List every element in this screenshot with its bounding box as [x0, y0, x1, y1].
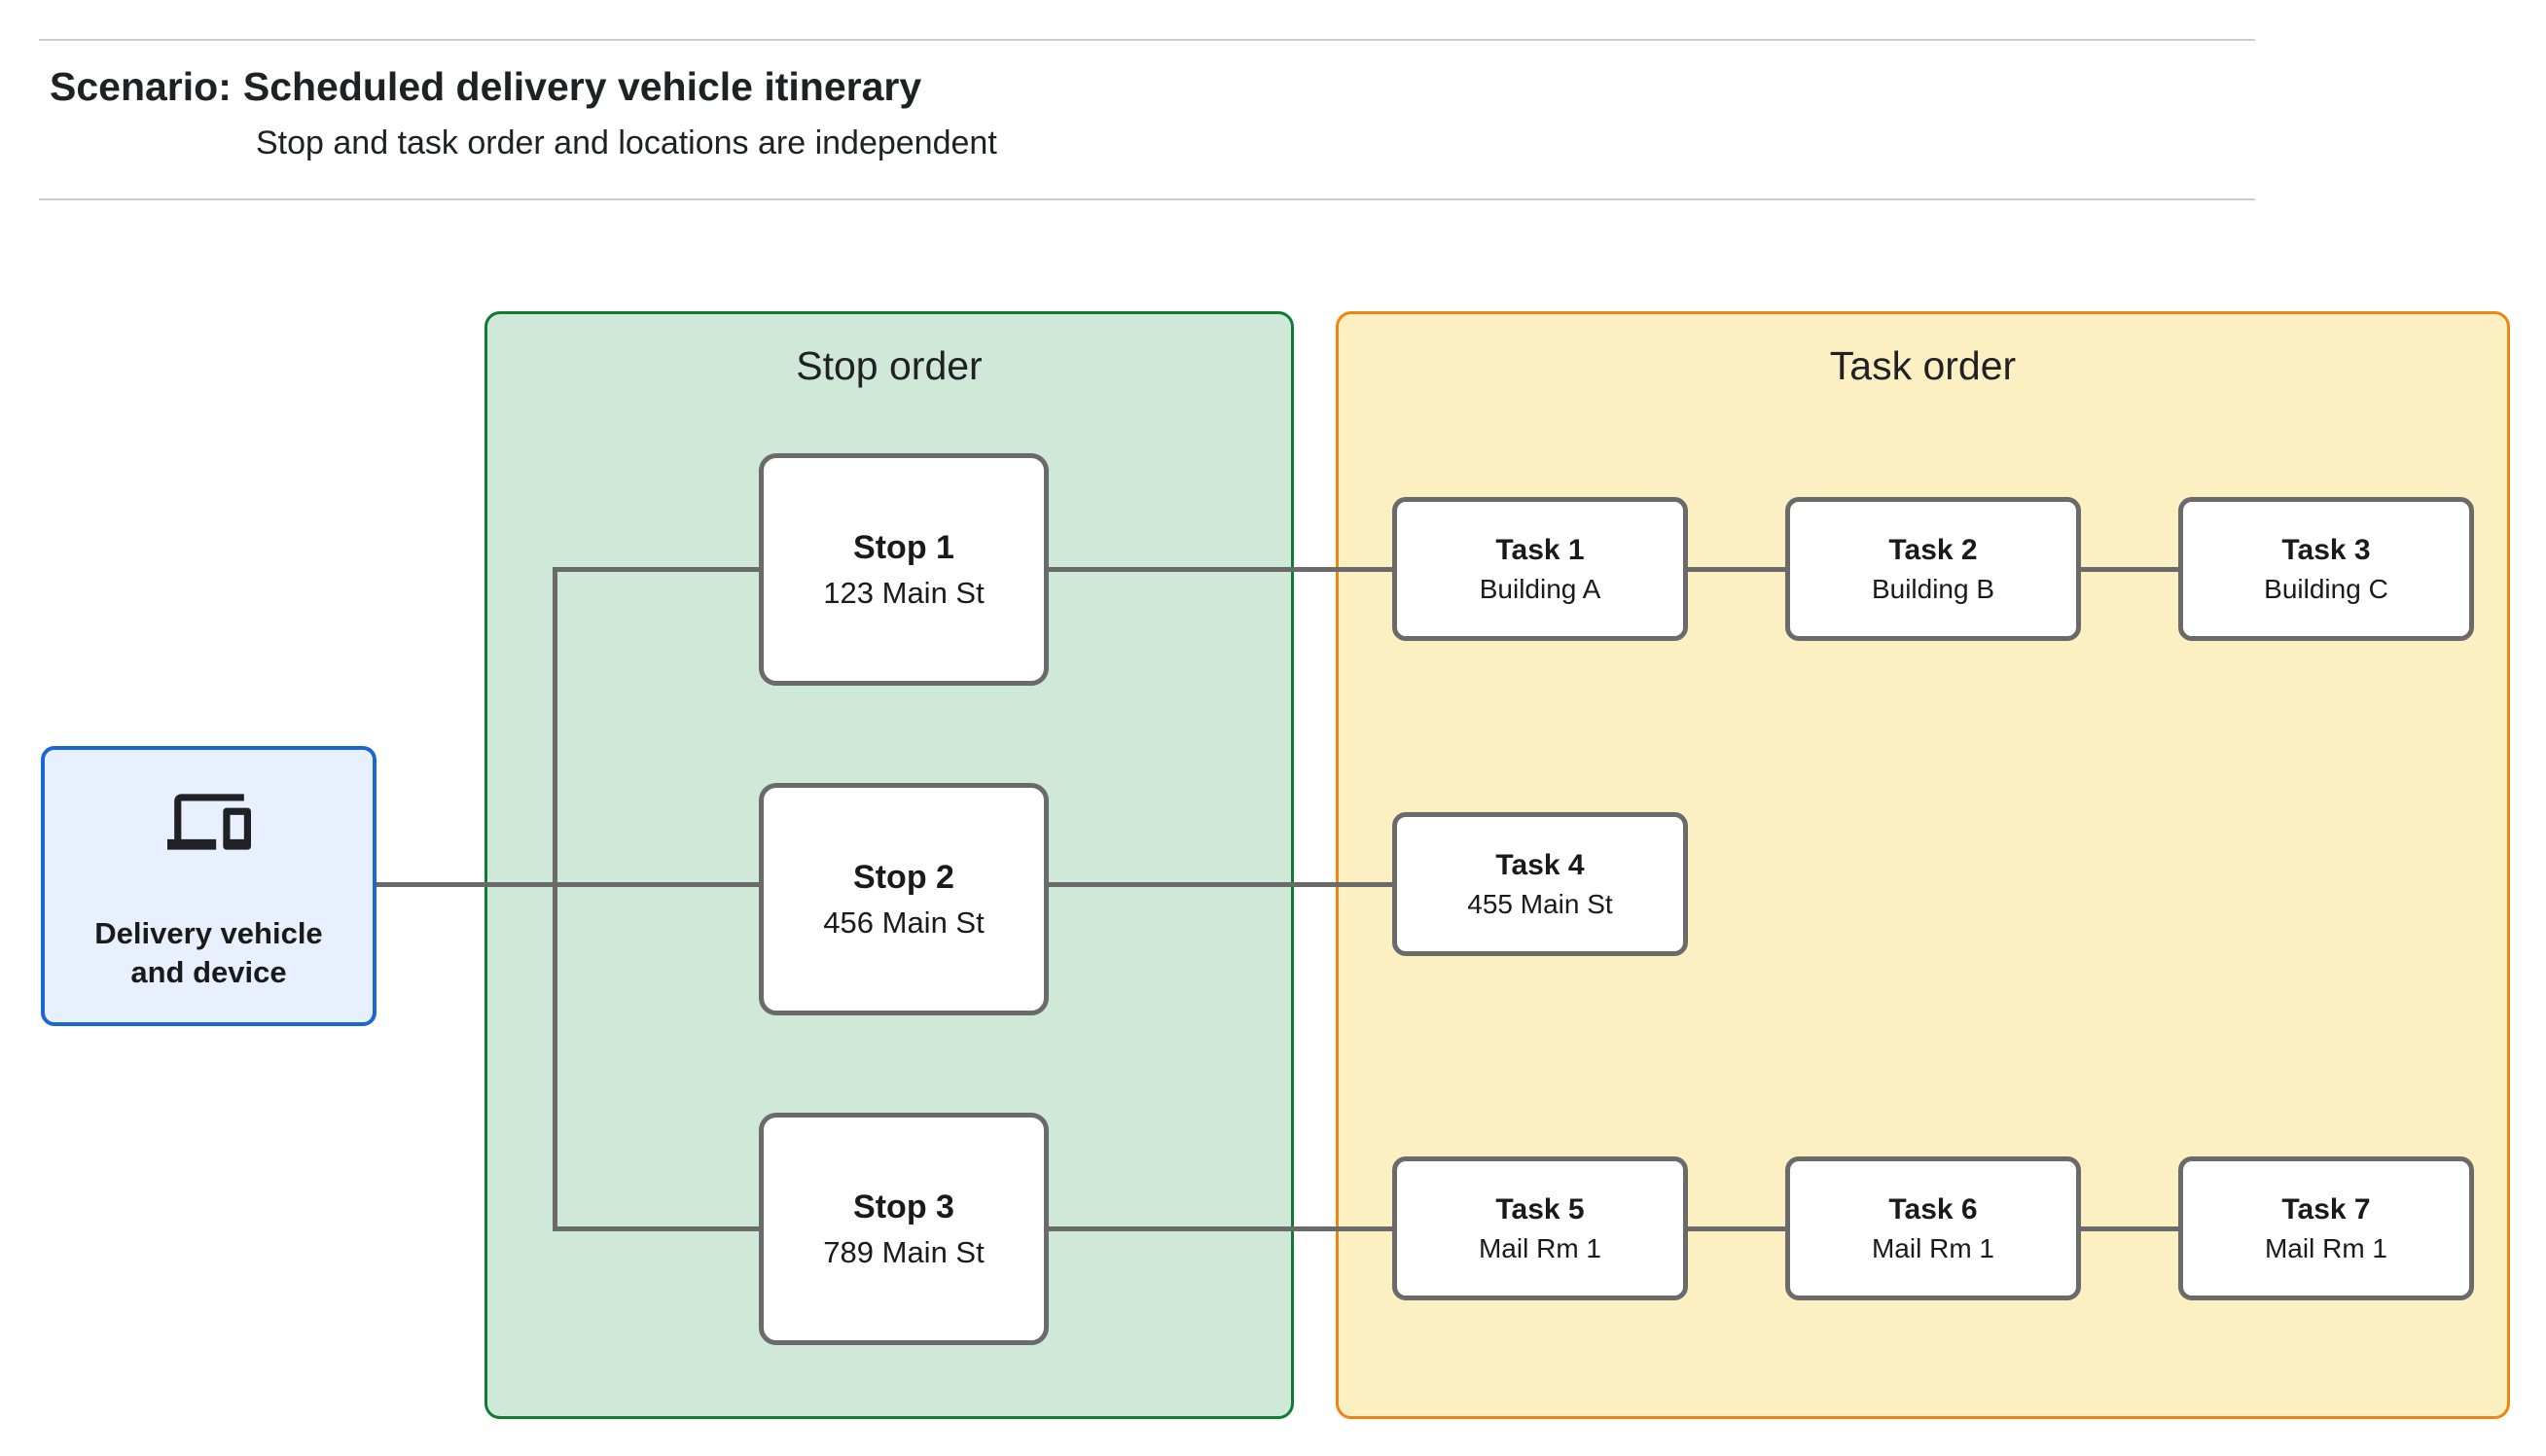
task3-node: Task 3 Building C — [2178, 497, 2474, 641]
task2-location: Building B — [1871, 573, 1995, 604]
stop2-title: Stop 2 — [853, 858, 954, 896]
connector-trunk-to-stop3 — [555, 1226, 759, 1231]
task3-title: Task 3 — [2281, 533, 2371, 566]
task7-title: Task 7 — [2281, 1192, 2371, 1225]
connector-task6-to-task7 — [2081, 1226, 2178, 1231]
stop-order-group-title: Stop order — [796, 343, 983, 388]
connector-vehicle-to-stop2 — [377, 882, 759, 887]
task4-location: 455 Main St — [1467, 888, 1613, 919]
connector-stop2-to-task4 — [1049, 882, 1392, 887]
connector-stop3-to-task5 — [1049, 1226, 1392, 1231]
stop3-title: Stop 3 — [853, 1188, 954, 1225]
task1-location: Building A — [1479, 573, 1601, 604]
stop3-address: 789 Main St — [823, 1234, 985, 1269]
connector-trunk-to-stop1 — [555, 567, 759, 572]
task2-node: Task 2 Building B — [1785, 497, 2081, 641]
stop2-node: Stop 2 456 Main St — [759, 783, 1049, 1015]
scenario-title-text: Scheduled delivery vehicle itinerary — [242, 64, 922, 109]
vehicle-label-line1: Delivery vehicle — [94, 915, 323, 950]
stop1-node: Stop 1 123 Main St — [759, 453, 1049, 686]
task6-title: Task 6 — [1888, 1192, 1978, 1225]
task1-title: Task 1 — [1495, 533, 1585, 566]
task1-node: Task 1 Building A — [1392, 497, 1688, 641]
task3-location: Building C — [2264, 573, 2388, 604]
connector-task1-to-task2 — [1688, 567, 1785, 572]
delivery-vehicle-node: Delivery vehicle and device — [41, 746, 377, 1026]
page-title: Scenario:Scheduled delivery vehicle itin… — [50, 64, 921, 110]
task4-node: Task 4 455 Main St — [1392, 812, 1688, 956]
stop3-node: Stop 3 789 Main St — [759, 1113, 1049, 1345]
task6-location: Mail Rm 1 — [1871, 1232, 1994, 1263]
task2-title: Task 2 — [1888, 533, 1978, 566]
connector-task5-to-task6 — [1688, 1226, 1785, 1231]
task7-node: Task 7 Mail Rm 1 — [2178, 1156, 2474, 1300]
stop1-address: 123 Main St — [823, 575, 985, 610]
header-divider — [39, 198, 2255, 200]
task6-node: Task 6 Mail Rm 1 — [1785, 1156, 2081, 1300]
devices-icon — [166, 780, 251, 864]
task5-node: Task 5 Mail Rm 1 — [1392, 1156, 1688, 1300]
top-divider — [39, 39, 2255, 41]
connector-trunk-vertical — [553, 567, 557, 1231]
task5-location: Mail Rm 1 — [1478, 1232, 1601, 1263]
vehicle-label-line2: and device — [130, 955, 287, 989]
stop1-title: Stop 1 — [853, 528, 954, 566]
connector-task2-to-task3 — [2081, 567, 2178, 572]
task5-title: Task 5 — [1495, 1192, 1585, 1225]
connector-stop1-to-task1 — [1049, 567, 1392, 572]
task4-title: Task 4 — [1495, 848, 1585, 881]
task-order-group-title: Task order — [1829, 343, 2017, 388]
task7-location: Mail Rm 1 — [2264, 1232, 2387, 1263]
scenario-label: Scenario: — [50, 64, 232, 109]
stop2-address: 456 Main St — [823, 905, 985, 940]
vehicle-node-label: Delivery vehicle and device — [94, 914, 322, 993]
page-subtitle: Stop and task order and locations are in… — [256, 124, 997, 161]
